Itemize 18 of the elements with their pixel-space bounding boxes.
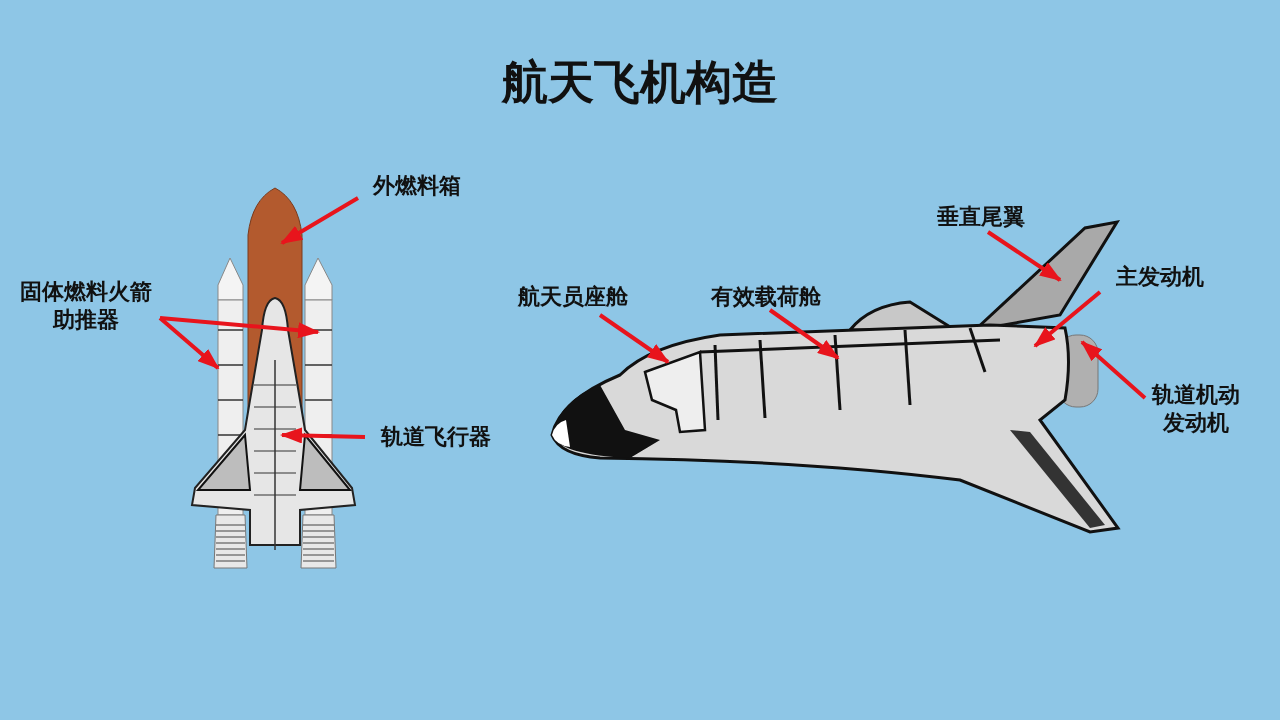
leader-arrow bbox=[1033, 290, 1102, 348]
leader-arrow bbox=[1080, 340, 1147, 400]
part-label: 轨道飞行器 bbox=[366, 423, 506, 451]
leader-arrow bbox=[280, 427, 366, 444]
part-label: 固体燃料火箭助推器 bbox=[18, 278, 154, 334]
part-label: 有效载荷舱 bbox=[696, 283, 836, 311]
title: 航天飞机构造 bbox=[500, 54, 779, 111]
part-label: 航天员座舱 bbox=[516, 283, 630, 311]
leader-arrow bbox=[280, 196, 359, 245]
part-label: 轨道机动发动机 bbox=[1146, 381, 1246, 437]
part-label: 垂直尾翼 bbox=[926, 203, 1036, 231]
part-label: 主发动机 bbox=[1104, 263, 1216, 291]
leader-arrow bbox=[159, 316, 320, 339]
part-label: 外燃料箱 bbox=[362, 172, 472, 200]
leader-arrow bbox=[598, 313, 670, 364]
leader-arrow bbox=[768, 308, 840, 360]
leader-arrow bbox=[986, 230, 1062, 282]
leader-arrow bbox=[158, 316, 220, 370]
